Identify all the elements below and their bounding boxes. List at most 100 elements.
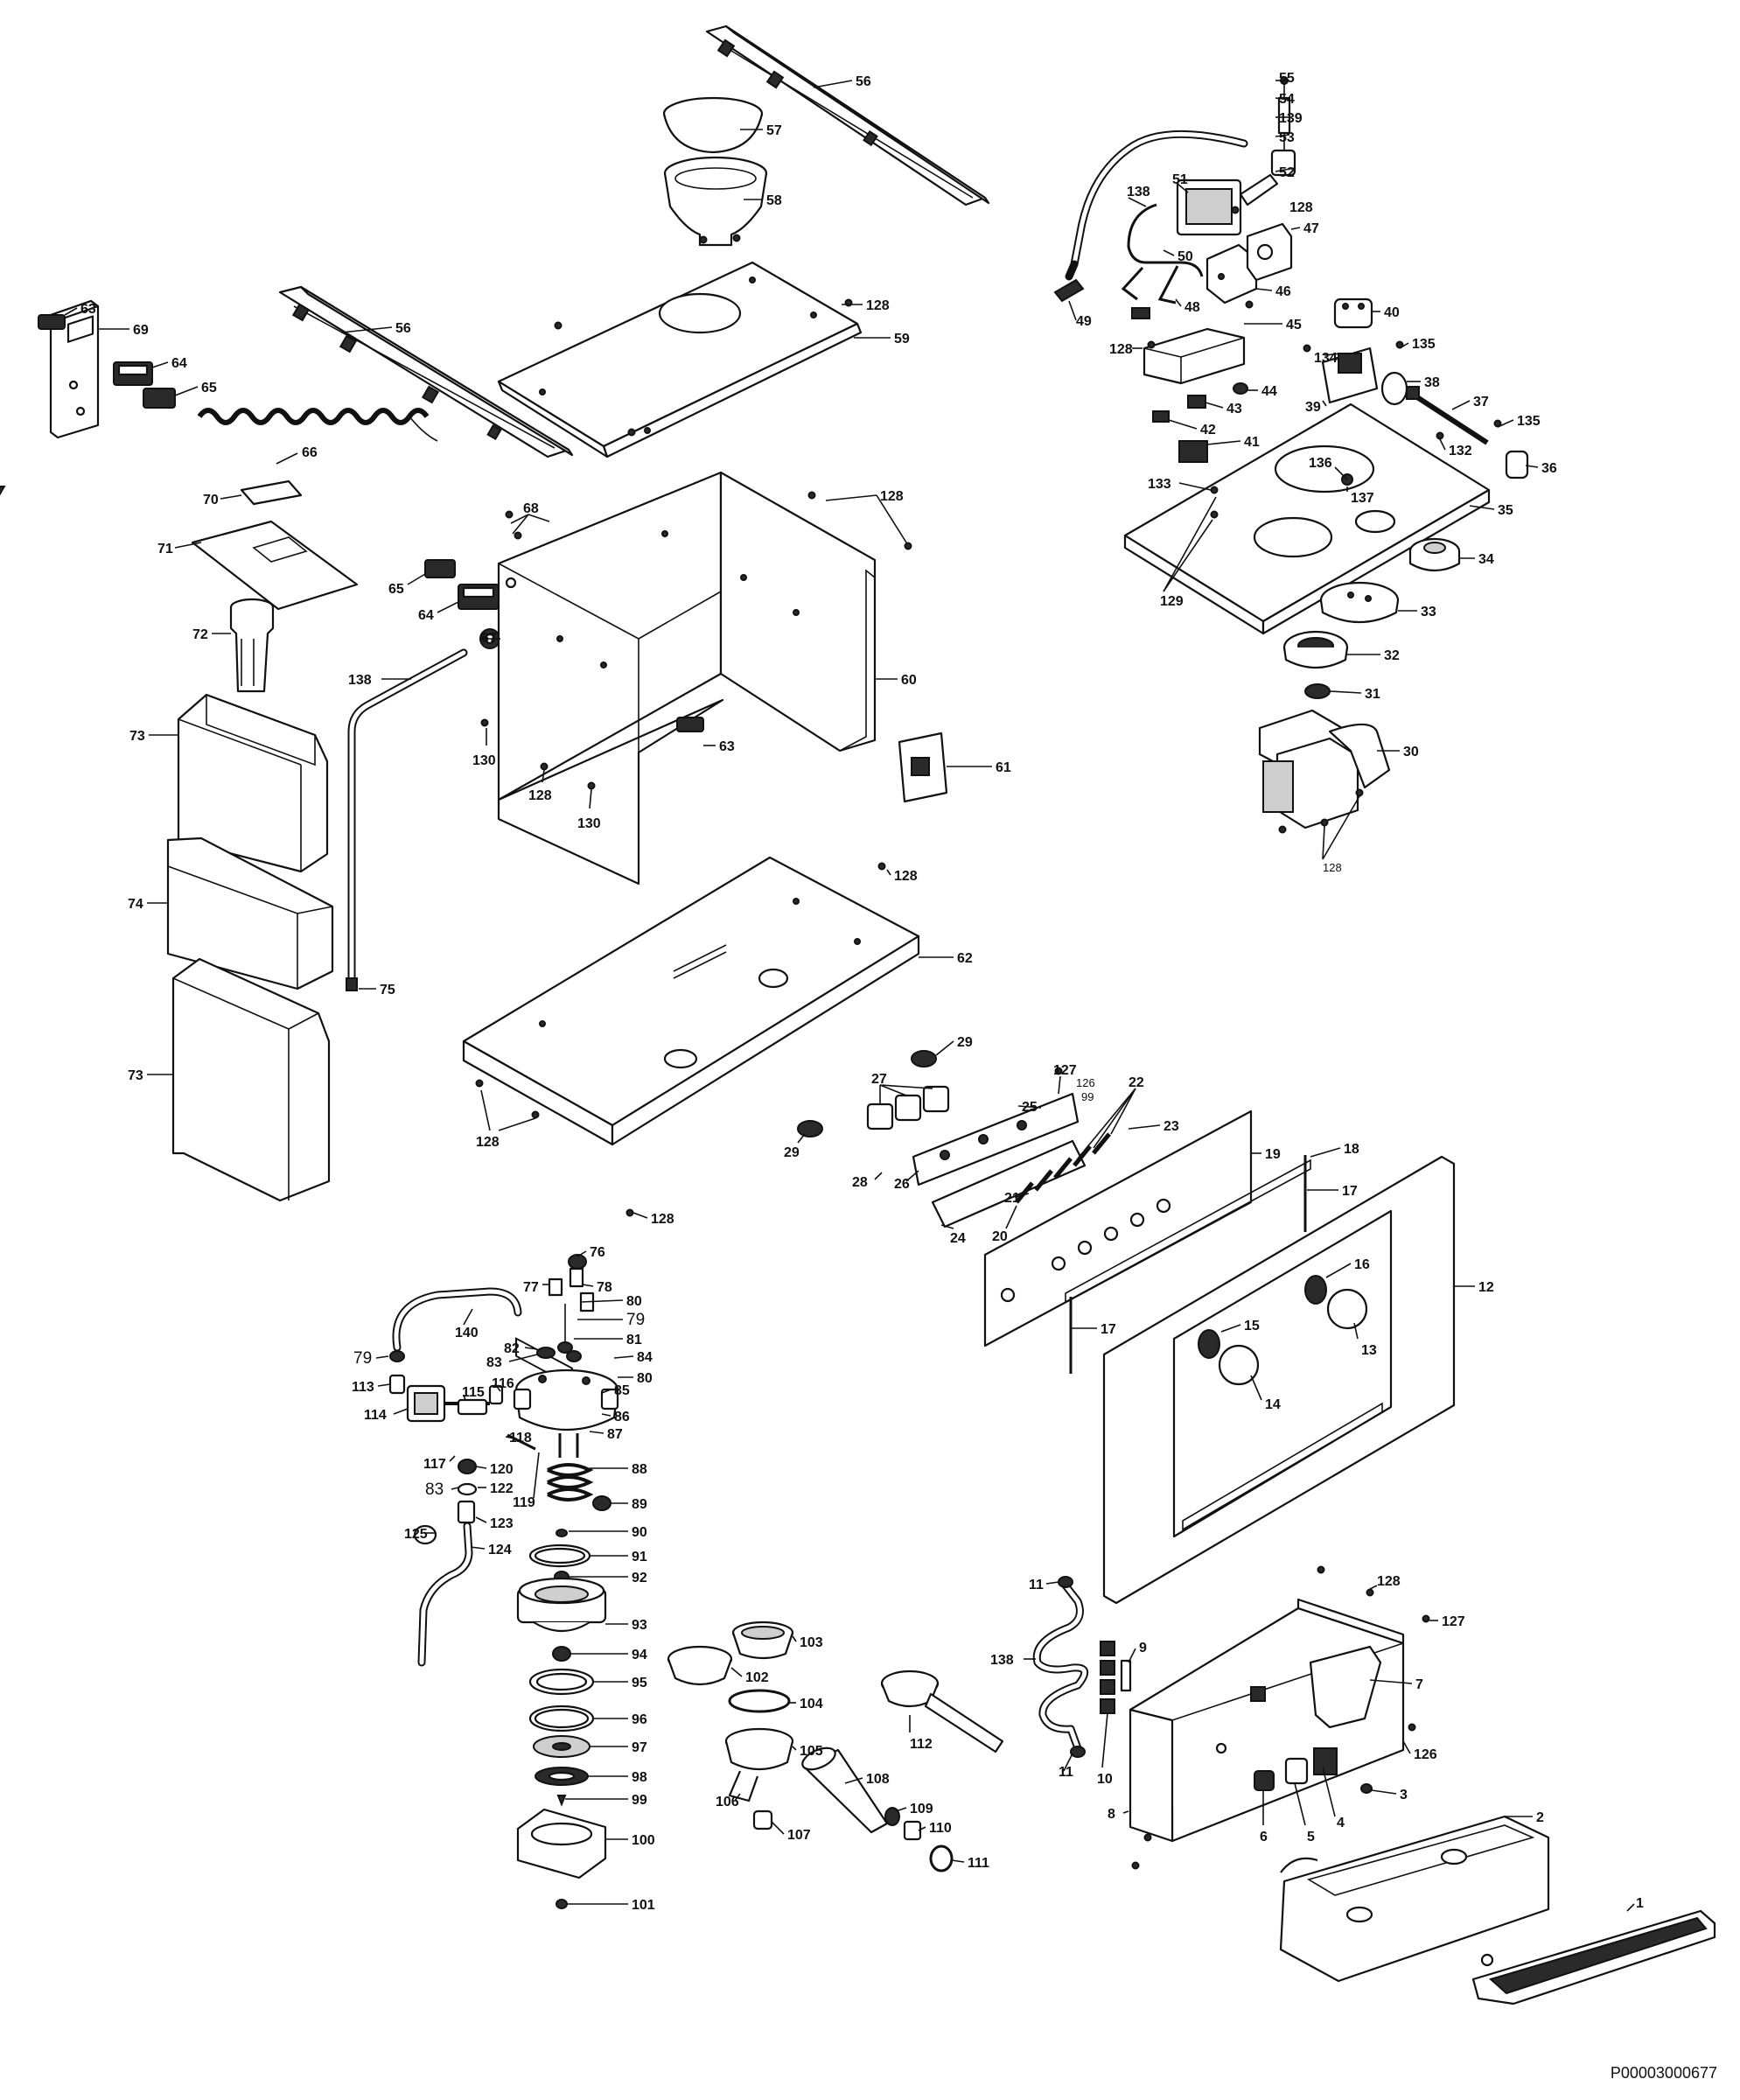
part-callout: 126 [1076, 1076, 1095, 1089]
part-callout: 134 [1314, 351, 1338, 366]
part-callout: 107 [787, 1828, 811, 1843]
part-callout: 43 [1226, 402, 1242, 416]
part-callout: 135 [1412, 337, 1436, 352]
nut-29 [797, 1050, 937, 1138]
part-callout: 59 [894, 332, 910, 346]
part-callout: 19 [1265, 1147, 1281, 1162]
part-callout: 128 [1289, 200, 1313, 215]
spout-107 [752, 1810, 773, 1830]
part-callout: 11 [1059, 1765, 1073, 1780]
part-callout: 46 [1275, 284, 1291, 299]
part-callout: 65 [201, 381, 217, 396]
part-callout: 9 [1139, 1641, 1147, 1656]
part-callout: 135 [1517, 414, 1541, 429]
part-callout: 10 [1097, 1772, 1113, 1787]
part-callout: 128 [894, 869, 918, 884]
top-cover [497, 261, 863, 458]
part-callout: 126 [1414, 1747, 1437, 1762]
part-callout: 53 [1279, 130, 1295, 145]
part-callout: 128 [880, 489, 904, 504]
part-callout: 17 [1101, 1322, 1116, 1337]
connector-48 [1131, 307, 1150, 319]
part-callout: 124 [488, 1543, 512, 1558]
part-callout: 55 [1279, 71, 1295, 86]
pump-hose [1065, 130, 1248, 281]
part-callout: 2 [1536, 1810, 1544, 1825]
part-callout: 8 [1108, 1807, 1115, 1822]
part-callout: 1 [1636, 1896, 1644, 1911]
part-callout: 129 [1160, 594, 1184, 609]
part-callout: 114 [364, 1408, 387, 1423]
hopper [663, 156, 768, 247]
part-callout: 87 [607, 1427, 623, 1442]
seals-109-111 [884, 1807, 954, 1872]
vibration-pump [1176, 173, 1279, 236]
display-cover [0, 480, 303, 506]
part-callout: 106 [716, 1795, 739, 1810]
burr-holder-33 [1319, 581, 1400, 624]
mounting-bracket [49, 299, 100, 439]
part-callout: 64 [171, 356, 187, 371]
filter-basket-102-103 [667, 1620, 794, 1686]
part-callout: 51 [1172, 172, 1188, 187]
burr-31 [1304, 683, 1331, 699]
part-callout: 45 [1286, 318, 1302, 332]
part-callout: 29 [957, 1035, 973, 1050]
part-callout: 139 [1279, 111, 1303, 126]
part-callout: 104 [800, 1697, 823, 1712]
heating-element-88 [547, 1433, 594, 1502]
panel-pcb-24 [931, 1139, 1087, 1228]
portafilter-104-106 [724, 1689, 794, 1802]
part-callout: 26 [894, 1177, 910, 1192]
part-callout: 84 [637, 1350, 653, 1365]
part-callout: 82 [504, 1341, 520, 1356]
part-callout: 42 [1200, 423, 1216, 438]
part-callout: 98 [632, 1770, 647, 1785]
part-callout: 63 [719, 739, 735, 754]
grinder-motor-mount-39 [1321, 346, 1379, 404]
part-callout: 138 [348, 673, 372, 688]
part-callout: 128 [1109, 342, 1133, 357]
part-callout: 140 [455, 1326, 479, 1340]
pump-cable [1121, 203, 1204, 304]
part-callout: 50 [1177, 249, 1193, 264]
part-callout: 68 [523, 501, 539, 516]
part-callout: 37 [1473, 395, 1489, 410]
adjustment-rod-37 [1406, 386, 1489, 445]
part-callout: 96 [632, 1712, 647, 1727]
part-callout: 127 [1442, 1614, 1465, 1629]
part-callout: 119 [513, 1495, 535, 1510]
part-callout: 116 [492, 1376, 514, 1391]
part-callout: 47 [1303, 221, 1319, 236]
part-callout: 44 [1261, 384, 1277, 399]
part-callout: 130 [577, 816, 601, 831]
part-callout: 63 [80, 302, 96, 317]
part-callout: 128 [866, 298, 890, 313]
housing-frame [497, 471, 877, 886]
part-callout: 33 [1421, 605, 1436, 620]
part-callout: 21 [1004, 1191, 1020, 1206]
part-callout: 35 [1498, 503, 1513, 518]
knob-13-16 [1304, 1275, 1368, 1330]
panel-bracket-25 [912, 1092, 1080, 1186]
drip-tray-2 [1279, 1815, 1550, 1983]
part-callout: 17 [1342, 1184, 1358, 1199]
part-callout: 91 [632, 1550, 647, 1564]
part-callout: 48 [1184, 300, 1200, 315]
part-callout: 14 [1265, 1397, 1281, 1412]
part-callout: 71 [157, 542, 173, 556]
part-callout: 132 [1449, 444, 1472, 458]
tank-hose [346, 648, 468, 991]
part-callout: 74 [128, 897, 143, 912]
part-callout: 80 [637, 1371, 653, 1386]
part-callout: 109 [910, 1802, 933, 1816]
part-callout: 78 [597, 1280, 612, 1295]
part-callout: 67 [481, 631, 497, 646]
tank-lid [166, 836, 334, 990]
part-callout: 92 [632, 1571, 647, 1586]
part-callout: 25 [1022, 1100, 1038, 1115]
connector-65-mid [424, 559, 456, 578]
grinder-motor-30 [1258, 709, 1391, 830]
part-callout: 3 [1400, 1788, 1408, 1802]
part-callout: 72 [192, 627, 208, 642]
